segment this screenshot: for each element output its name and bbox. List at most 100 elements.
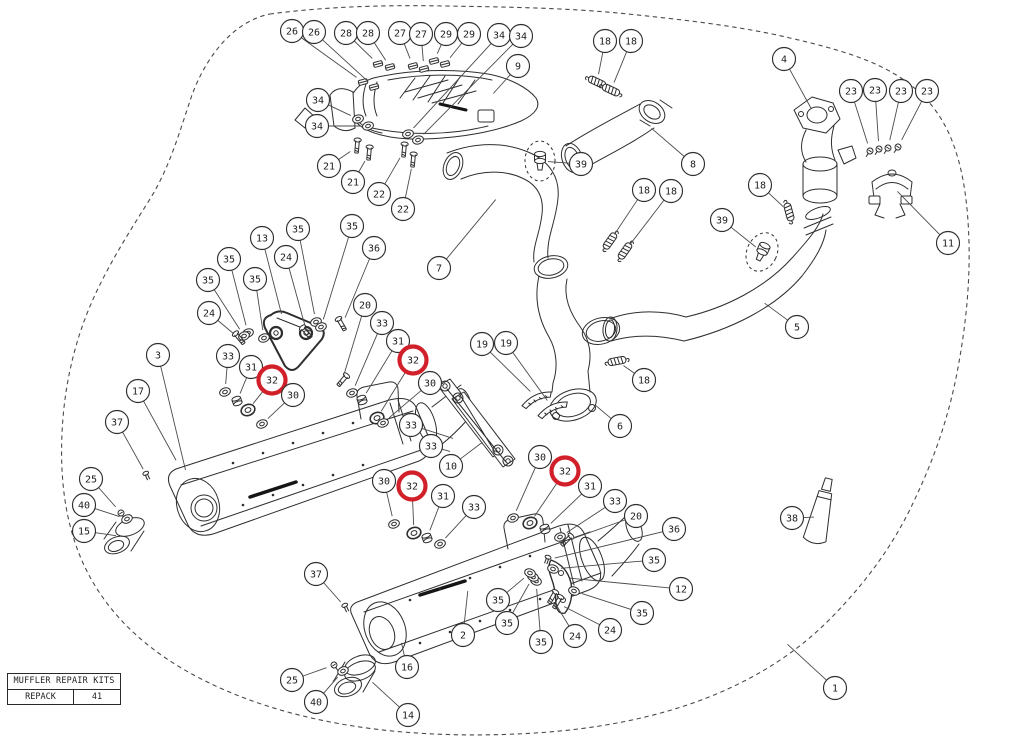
leader-line <box>512 583 530 614</box>
callout-circle <box>631 367 657 393</box>
repair-kit-part-number: 41 <box>91 691 103 702</box>
callout-number: 33 <box>376 319 388 330</box>
leader-line <box>388 390 422 419</box>
callout-number: 3 <box>155 351 161 362</box>
callout-circle <box>935 230 961 256</box>
callout-circle <box>485 587 511 613</box>
callout-circle <box>369 310 395 336</box>
callout-number: 35 <box>346 222 358 233</box>
part-muffler-left <box>168 381 472 536</box>
callout-18: 18 <box>631 367 657 393</box>
leader-line <box>429 506 440 531</box>
leader-line <box>489 351 531 392</box>
callout-number: 28 <box>362 29 374 40</box>
bolt-glyph <box>560 532 575 547</box>
callout-35: 35 <box>339 213 365 239</box>
leader-line <box>401 642 405 656</box>
repair-kits-table: MUFFLER REPAIR KITS REPACK 41 <box>7 673 121 705</box>
callout-circle <box>508 23 534 49</box>
leader-line <box>595 404 612 419</box>
callout-number: 23 <box>869 86 881 97</box>
leader-line <box>264 249 282 315</box>
callout-40: 40 <box>71 492 97 518</box>
callout-circle <box>285 216 311 242</box>
washer-glyph <box>362 121 374 131</box>
nut-glyph <box>372 60 384 68</box>
leader-line <box>764 302 789 321</box>
callout-number: 35 <box>492 596 504 607</box>
leader-line <box>789 68 812 109</box>
callout-circle <box>888 78 914 104</box>
callout-circle <box>303 561 329 587</box>
leader-line <box>554 531 663 559</box>
callout-number: 9 <box>515 62 521 73</box>
callout-circle <box>145 342 171 368</box>
callout-number: 15 <box>78 527 90 538</box>
leader-line <box>288 267 306 326</box>
spring-glyph <box>599 83 623 98</box>
callout-number: 33 <box>609 497 621 508</box>
callout-number: 6 <box>617 422 623 433</box>
callout-circle <box>771 46 797 72</box>
callout-24: 24 <box>562 623 588 649</box>
callout-circle <box>568 151 594 177</box>
callout-circle <box>361 235 387 261</box>
callout-circle <box>623 503 649 529</box>
callout-number: 25 <box>286 676 298 687</box>
callout-30: 30 <box>417 370 443 396</box>
callout-circle <box>390 196 416 222</box>
leader-line <box>354 333 378 386</box>
part-clamp <box>868 169 913 219</box>
callout-number: 30 <box>534 453 546 464</box>
leader-line <box>217 320 235 335</box>
highlighted-callout-circle <box>549 455 581 487</box>
leader-line <box>353 40 373 59</box>
callout-number: 20 <box>359 301 371 312</box>
leader-line <box>512 352 548 401</box>
callout-number: 28 <box>340 29 352 40</box>
leader-line <box>534 481 558 517</box>
washer-glyph <box>258 333 270 343</box>
callout-13: 13 <box>249 225 275 251</box>
callout-number: 40 <box>78 501 90 512</box>
callout-circle <box>505 53 531 79</box>
callout-number: 25 <box>85 475 97 486</box>
callout-circle <box>597 617 623 643</box>
washer-glyph <box>412 135 424 145</box>
callout-number: 35 <box>292 225 304 236</box>
callout-12: 12 <box>668 576 694 602</box>
rivet-glyph <box>544 554 552 565</box>
leader-line <box>252 390 264 405</box>
callout-number: 31 <box>392 337 404 348</box>
callout-circle <box>71 492 97 518</box>
callout-number: 14 <box>402 711 414 722</box>
callout-circle <box>461 494 487 520</box>
callout-35: 35 <box>195 267 221 293</box>
bolt-glyph <box>334 315 347 332</box>
leader-line <box>421 428 454 439</box>
callout-circle <box>408 21 434 47</box>
callout-21: 21 <box>316 153 342 179</box>
callout-number: 19 <box>500 339 512 350</box>
callout-39: 39 <box>568 151 594 177</box>
leader-line <box>569 577 670 589</box>
callout-11: 11 <box>935 230 961 256</box>
nut-glyph <box>439 60 451 68</box>
callout-circle <box>494 610 520 636</box>
callout-32: 32 <box>256 364 288 396</box>
callout-circle <box>305 87 331 113</box>
leader-line <box>436 44 442 54</box>
callout-number: 24 <box>280 253 292 264</box>
leader-line <box>441 448 451 452</box>
callout-number: 12 <box>675 585 687 596</box>
callout-number: 34 <box>515 32 527 43</box>
callout-number: 33 <box>425 442 437 453</box>
leader-line <box>613 51 628 83</box>
callout-number: 23 <box>845 87 857 98</box>
callout-number: 2 <box>460 631 466 642</box>
callout-number: 20 <box>630 512 642 523</box>
callout-28: 28 <box>333 20 359 46</box>
callout-35: 35 <box>641 547 667 573</box>
screw-glyph <box>893 143 902 154</box>
